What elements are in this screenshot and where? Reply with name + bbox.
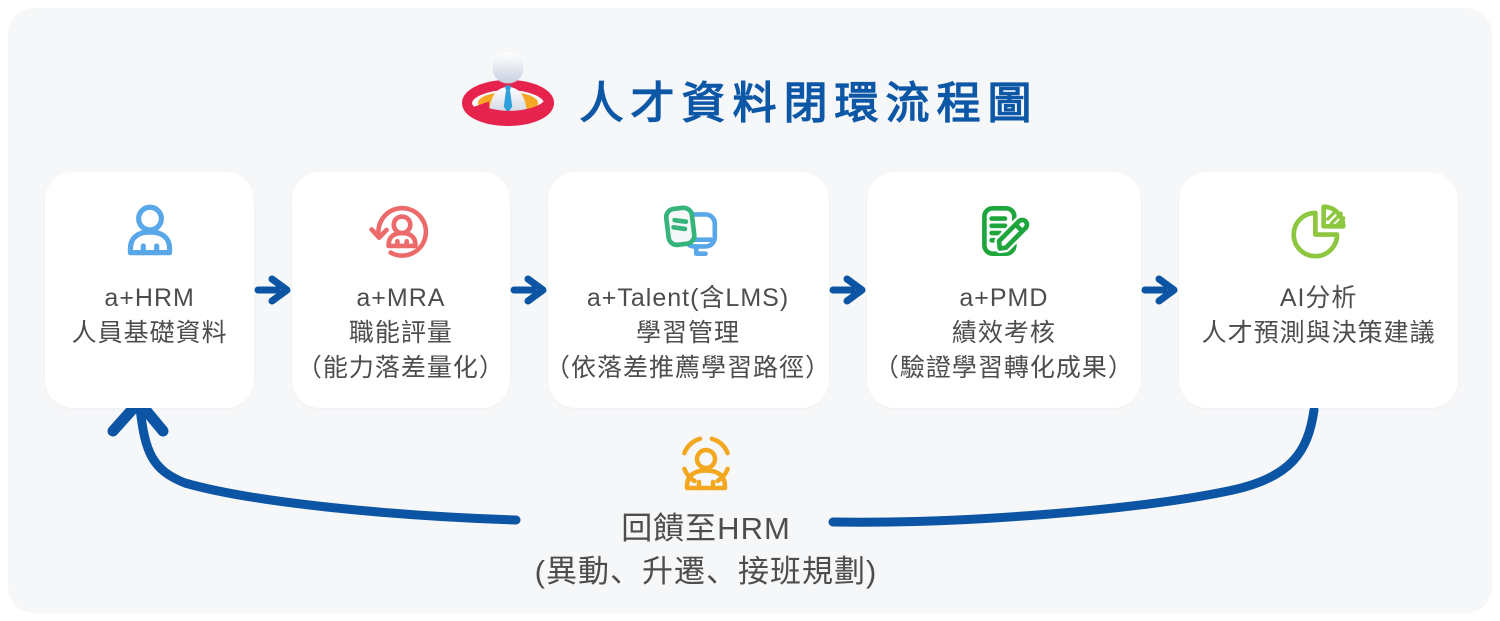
- card-mra-text: a+MRA 職能評量 （能力落差量化）: [297, 281, 505, 386]
- pie-chart-icon: [1291, 204, 1346, 259]
- flow-arrow-icon: [829, 275, 866, 305]
- card-hrm-text: a+HRM 人員基礎資料: [72, 281, 228, 351]
- card-line: 職能評量: [348, 319, 453, 347]
- card-line: （驗證學習轉化成果）: [873, 354, 1134, 382]
- card-line: 人才預測與決策建議: [1201, 319, 1436, 347]
- person-halo-icon: [682, 436, 730, 491]
- feedback-line: 回饋至HRM: [621, 511, 791, 546]
- feedback-text: 回饋至HRM (異動、升遷、接班規劃): [535, 507, 878, 593]
- card-pmd: a+PMD 績效考核 （驗證學習轉化成果）: [866, 172, 1142, 408]
- flow-arrow-icon: [510, 275, 547, 305]
- page-title: 人才資料閉環流程圖: [579, 79, 1039, 128]
- card-line: a+Talent(含LMS): [586, 284, 790, 312]
- book-monitor-icon: [663, 205, 718, 256]
- user-icon: [127, 204, 172, 256]
- user-refresh-icon: [369, 205, 429, 258]
- card-ai: AI分析 人才預測與決策建議: [1179, 172, 1458, 408]
- card-mra: a+MRA 職能評量 （能力落差量化）: [292, 172, 510, 408]
- exam-pencil-icon: [981, 205, 1032, 256]
- card-line: 人員基礎資料: [71, 319, 228, 347]
- card-line: a+MRA: [356, 284, 446, 312]
- card-line: 績效考核: [951, 319, 1056, 347]
- card-line: a+PMD: [959, 284, 1049, 312]
- card-pmd-text: a+PMD 績效考核 （驗證學習轉化成果）: [874, 281, 1134, 386]
- card-talent: a+Talent(含LMS) 學習管理 （依落差推薦學習路徑）: [545, 172, 831, 408]
- header: 人才資料閉環流程圖: [0, 42, 1500, 134]
- flow-row: a+HRM 人員基礎資料 a+MRA 職能評量: [45, 172, 1458, 408]
- card-hrm: a+HRM 人員基礎資料: [45, 172, 255, 408]
- card-line: AI分析: [1279, 284, 1358, 312]
- person-loop-logo: [461, 52, 554, 126]
- feedback-block: 回饋至HRM (異動、升遷、接班規劃): [406, 436, 1006, 593]
- card-line: （依落差推薦學習路徑）: [545, 354, 832, 382]
- card-line: （能力落差量化）: [296, 354, 505, 382]
- feedback-line: (異動、升遷、接班規劃): [534, 554, 878, 589]
- flow-arrow-icon: [1141, 275, 1178, 305]
- card-talent-text: a+Talent(含LMS) 學習管理 （依落差推薦學習路徑）: [545, 281, 831, 386]
- card-ai-text: AI分析 人才預測與決策建議: [1202, 281, 1436, 351]
- flow-arrow-icon: [254, 275, 291, 305]
- card-line: 學習管理: [636, 319, 741, 347]
- card-line: a+HRM: [104, 284, 195, 312]
